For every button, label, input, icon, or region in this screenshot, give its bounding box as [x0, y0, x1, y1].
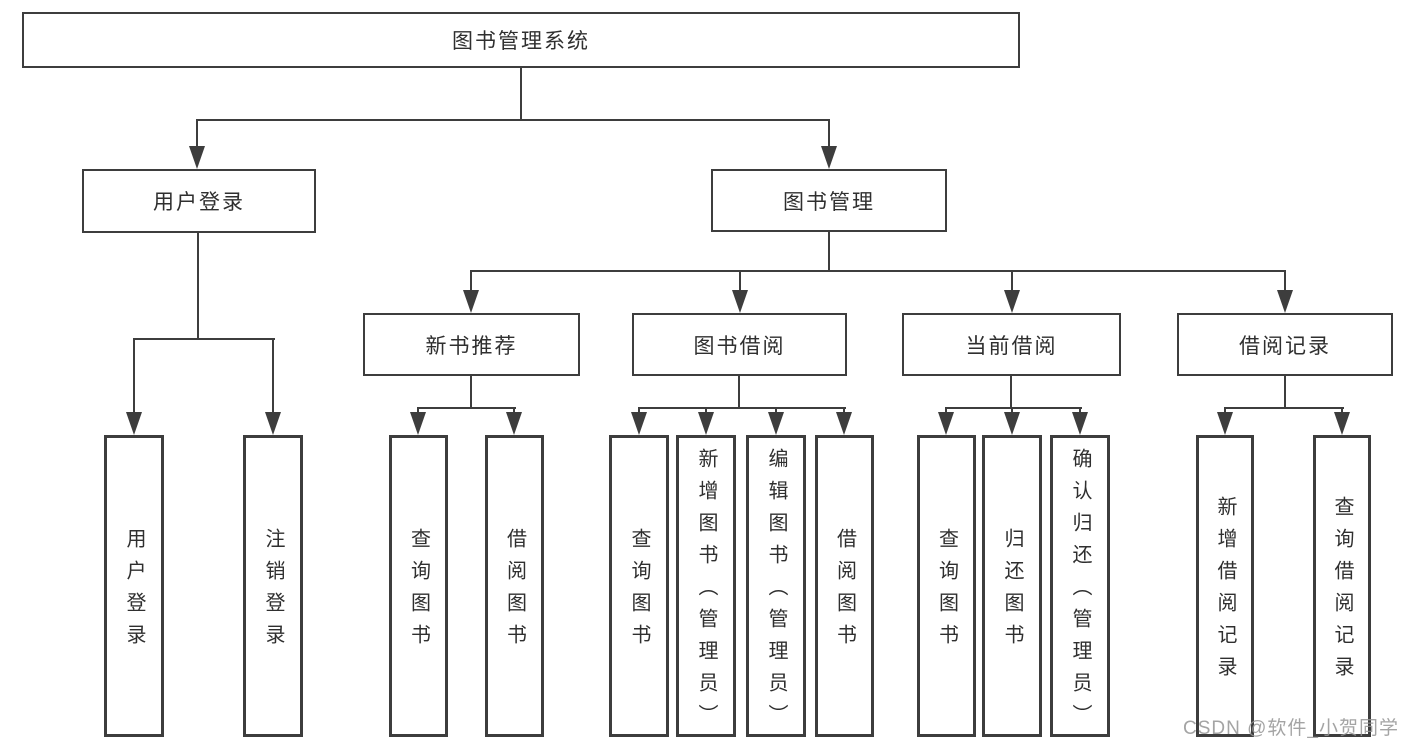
arrowhead-icon [1334, 412, 1350, 435]
leaf-query-borrow-record-label: 查询借阅记录 [1331, 496, 1353, 688]
leaf-confirm-return-admin-label: 确认归还（管理员） [1069, 448, 1091, 736]
node-library-system: 图书管理系统 [22, 12, 1020, 68]
leaf-query-books-label: 查询图书 [407, 528, 430, 656]
connector-section-stem [1284, 376, 1286, 409]
leaf-return-books-label: 归还图书 [1001, 528, 1023, 656]
connector-to-book-management [828, 119, 830, 149]
connector-to-leaf [1011, 407, 1013, 416]
arrowhead-icon [1217, 412, 1233, 435]
arrowhead-icon [698, 412, 714, 435]
leaf-logout-label: 注销登录 [262, 528, 284, 656]
connector-to-leaf [133, 338, 135, 414]
leaf-query-books: 查询图书 [389, 435, 448, 737]
leaf-borrow-books-label: 借阅图书 [833, 528, 856, 656]
leaf-borrow-books-label: 借阅图书 [503, 528, 526, 656]
leaf-query-books: 查询图书 [609, 435, 669, 737]
leaf-add-borrow-record: 新增借阅记录 [1196, 435, 1254, 737]
leaf-edit-books-admin-label: 编辑图书（管理员） [765, 448, 787, 736]
connector-section-bar [1224, 407, 1344, 409]
node-borrowing-records-label: 借阅记录 [1239, 334, 1331, 358]
arrowhead-icon [1004, 412, 1020, 435]
arrowhead-icon [1277, 290, 1293, 313]
node-borrowing-records: 借阅记录 [1177, 313, 1393, 376]
leaf-add-borrow-record-label: 新增借阅记录 [1214, 496, 1236, 688]
leaf-borrow-books: 借阅图书 [485, 435, 544, 737]
connector-to-leaf [417, 407, 419, 416]
connector-section-bar [945, 407, 1082, 409]
leaf-user-login-label: 用户登录 [123, 528, 145, 656]
leaf-query-borrow-record: 查询借阅记录 [1313, 435, 1371, 737]
arrowhead-icon [821, 146, 837, 169]
arrowhead-icon [506, 412, 522, 435]
watermark: CSDN @软件_小贺同学 [1183, 718, 1399, 739]
connector-root-bar [196, 119, 830, 121]
connector-to-leaf [272, 338, 274, 414]
leaf-edit-books-admin: 编辑图书（管理员） [746, 435, 806, 737]
connector-to-section [470, 270, 472, 294]
leaf-add-books-admin: 新增图书（管理员） [676, 435, 736, 737]
node-library-system-label: 图书管理系统 [452, 30, 590, 53]
arrowhead-icon [631, 412, 647, 435]
connector-to-leaf [1224, 407, 1226, 416]
connector-to-section [1011, 270, 1013, 294]
arrowhead-icon [1004, 290, 1020, 313]
connector-mgmt-stem [828, 232, 830, 272]
leaf-query-books-label: 查询图书 [628, 528, 650, 656]
connector-to-leaf [513, 407, 515, 416]
connector-to-section [739, 270, 741, 294]
node-user-login-label: 用户登录 [153, 191, 245, 214]
connector-section-stem [738, 376, 740, 409]
node-user-login: 用户登录 [82, 169, 316, 233]
connector-section-bar [417, 407, 516, 409]
node-book-borrowing: 图书借阅 [632, 313, 847, 376]
node-current-borrowing-label: 当前借阅 [965, 334, 1058, 358]
leaf-query-books-label: 查询图书 [935, 528, 958, 656]
connector-section-bar [638, 407, 846, 409]
connector-to-section [1284, 270, 1286, 294]
arrowhead-icon [189, 146, 205, 169]
connector-login-stem [197, 233, 199, 340]
leaf-add-books-admin-label: 新增图书（管理员） [695, 448, 717, 736]
connector-section-stem [470, 376, 472, 409]
connector-root-stem [520, 68, 522, 120]
leaf-query-books: 查询图书 [917, 435, 976, 737]
node-book-management: 图书管理 [711, 169, 947, 232]
connector-section-stem [1010, 376, 1012, 409]
node-book-borrowing-label: 图书借阅 [693, 334, 786, 358]
connector-to-leaf [775, 407, 777, 416]
connector-to-user-login [196, 119, 198, 149]
connector-to-leaf [945, 407, 947, 416]
connector-to-leaf [638, 407, 640, 416]
arrowhead-icon [1072, 412, 1088, 435]
leaf-return-books: 归还图书 [982, 435, 1042, 737]
leaf-borrow-books: 借阅图书 [815, 435, 874, 737]
connector-login-bar [133, 338, 275, 340]
arrowhead-icon [126, 412, 142, 435]
arrowhead-icon [265, 412, 281, 435]
leaf-confirm-return-admin: 确认归还（管理员） [1050, 435, 1110, 737]
arrowhead-icon [410, 412, 426, 435]
connector-to-leaf [705, 407, 707, 416]
arrowhead-icon [463, 290, 479, 313]
node-book-management-label: 图书管理 [783, 190, 875, 214]
connector-to-leaf [1079, 407, 1081, 416]
arrowhead-icon [836, 412, 852, 435]
arrowhead-icon [732, 290, 748, 313]
connector-to-leaf [1341, 407, 1343, 416]
arrowhead-icon [938, 412, 954, 435]
node-new-book-recommend-label: 新书推荐 [425, 334, 518, 358]
leaf-logout: 注销登录 [243, 435, 303, 737]
arrowhead-icon [768, 412, 784, 435]
node-new-book-recommend: 新书推荐 [363, 313, 580, 376]
leaf-user-login: 用户登录 [104, 435, 164, 737]
connector-mgmt-bar [470, 270, 1286, 272]
connector-to-leaf [843, 407, 845, 416]
node-current-borrowing: 当前借阅 [902, 313, 1121, 376]
